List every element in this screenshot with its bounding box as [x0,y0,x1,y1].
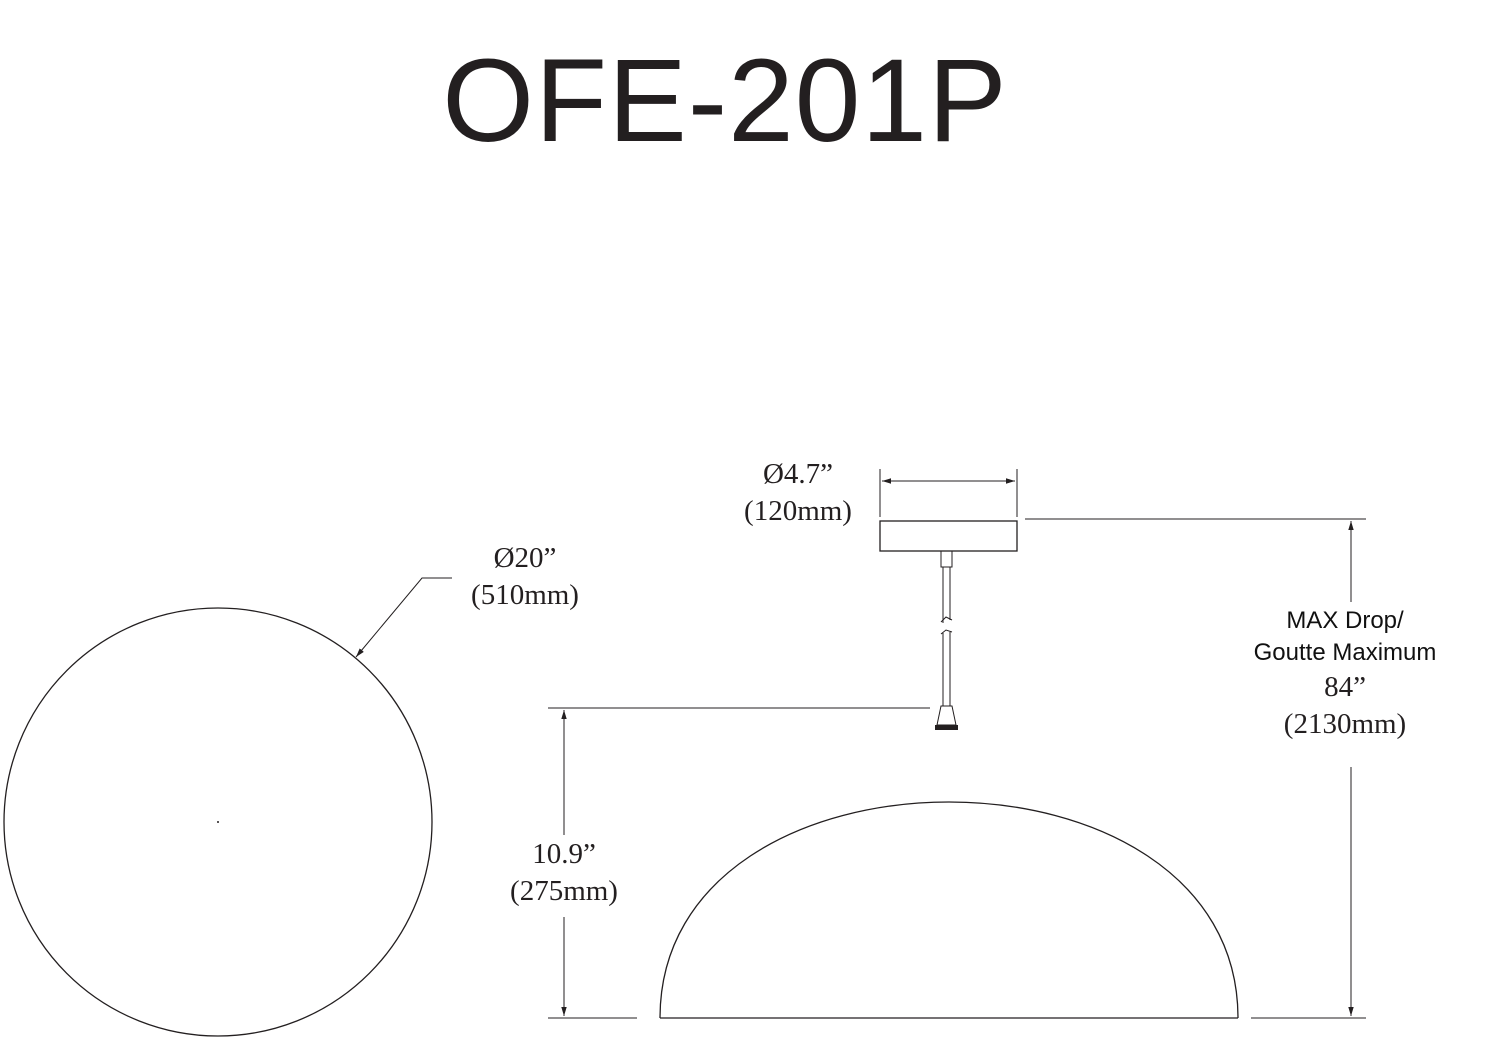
socket-collar [935,725,958,730]
canopy-dimension-inches: Ø4.7” [762,458,834,490]
max-drop-label: MAX Drop/ Goutte Maximum 84” (2130mm) [1225,605,1465,743]
shade-side-view-dome [659,801,1239,1019]
max-drop-mm: (2130mm) [1283,708,1407,740]
shade-top-view-circle [3,607,433,1037]
shade-height-mm: (275mm) [510,875,618,907]
shade-center-point [217,821,219,823]
shade-height-inches: 10.9” [532,838,596,870]
canopy [879,520,1018,552]
socket-cap [936,705,957,726]
diameter-leader-line [355,577,452,658]
cable-break-bottom [940,629,953,635]
canopy-dimension-mm: (120mm) [744,495,852,527]
canopy-stem [940,551,953,568]
model-number-title: OFE-201P [442,35,1008,167]
max-drop-inches: 84” [1324,671,1366,703]
shade-diameter-label: Ø20” (510mm) [455,540,595,614]
canopy-dimension-label: Ø4.7” (120mm) [728,456,868,530]
max-drop-label-fr: Goutte Maximum [1253,639,1437,666]
cable-break-top [940,616,953,623]
shade-height-label: 10.9” (275mm) [494,836,634,910]
shade-diameter-mm: (510mm) [471,579,579,611]
shade-diameter-inches: Ø20” [493,542,557,574]
max-drop-label-en: MAX Drop/ [1286,607,1404,634]
